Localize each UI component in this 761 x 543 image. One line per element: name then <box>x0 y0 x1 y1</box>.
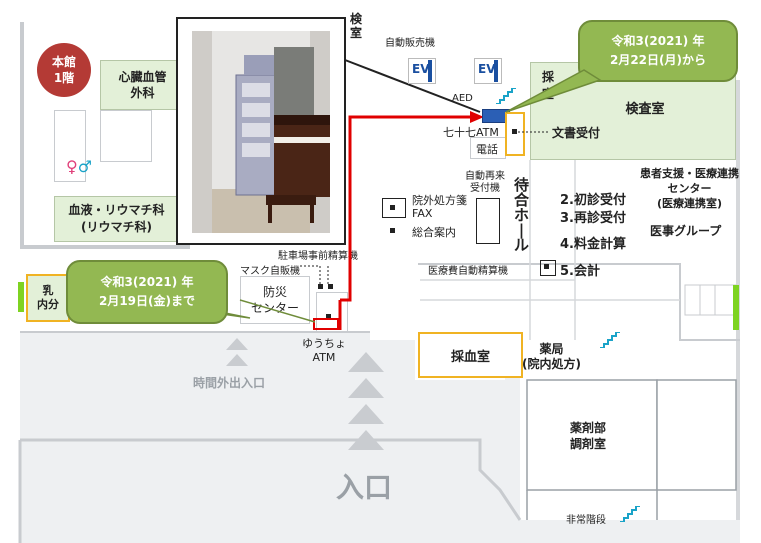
room-partition <box>54 110 86 182</box>
label-entrance: 入口 <box>336 471 393 504</box>
document-reception-marker <box>512 129 517 134</box>
label-document-reception: 文書受付 <box>552 126 601 140</box>
counter-4-label: 料金計算 <box>573 237 626 252</box>
room-inspection: 検査室 <box>625 101 665 117</box>
room-partition <box>100 110 152 162</box>
internal-partial-1: 乳 <box>42 284 54 297</box>
general-info-marker <box>390 228 395 233</box>
counter-3: 3.再診受付 <box>560 207 626 226</box>
counter-5-label: 会計 <box>573 264 600 279</box>
label-waiting-hall: 待 合 ホ | ル <box>514 176 530 254</box>
room-hematology: 血液・リウマチ科 (リウマチ科) <box>54 196 179 242</box>
counter-4-num: 4. <box>560 237 574 252</box>
hematology-line1: 血液・リウマチ科 <box>68 203 165 217</box>
elevator-2-bar <box>494 60 498 82</box>
hematology-line2: (リウマチ科) <box>81 220 152 234</box>
counter-3-num: 3. <box>560 211 574 226</box>
fee-machine-marker <box>544 264 549 269</box>
entrance-arrow-icon <box>348 352 384 450</box>
label-medical-affairs: 医事グループ <box>650 224 722 238</box>
label-patient-support: 患者支援・医療連携 センター (医療連携室) <box>640 167 739 210</box>
label-outside-prescription: 院外処方箋 FAX <box>412 194 467 220</box>
callout-new-line1: 令和3(2021) 年 <box>611 34 705 48</box>
after-hours-arrow-icon <box>226 338 248 366</box>
label-aed: AED <box>452 93 473 104</box>
label-emergency-stairs: 非常階段 <box>566 515 606 526</box>
label-mask-vending: マスク自販機 <box>240 266 300 277</box>
elevator-1-bar <box>428 60 432 82</box>
fee-machine-box <box>540 260 556 276</box>
room-blood-collection: 採血室 <box>418 332 523 378</box>
atm-photo <box>176 17 346 245</box>
stairs-icon <box>496 88 516 104</box>
counter-2: 2.初診受付 <box>560 189 626 208</box>
yucho-atm-marker <box>326 314 331 319</box>
label-atm-77: 七十七ATM <box>443 126 499 139</box>
auto-reception-box <box>476 198 500 244</box>
room-top-partial: 検 室 <box>350 12 363 40</box>
label-pharmacy-dept: 薬剤部 調剤室 <box>570 421 607 451</box>
restroom-icon: ♀♂ <box>66 157 93 176</box>
callout-old-line1: 令和3(2021) 年 <box>100 275 194 289</box>
internal-partial-2: 内分 <box>37 298 59 311</box>
stairs-icon <box>600 332 620 348</box>
counter-5: 5.会計 <box>560 260 600 279</box>
callout-new-line2: 2月22日(月)から <box>609 53 707 67</box>
label-after-hours-entrance: 時間外出入口 <box>193 376 266 390</box>
room-cardio: 心臓血管 外科 <box>100 60 185 110</box>
label-fee-machine: 医療費自動精算機 <box>428 266 508 277</box>
callout-old-location: 令和3(2021) 年 2月19日(金)まで <box>66 260 228 324</box>
badge-line2: 1階 <box>53 71 75 85</box>
callout-new-location: 令和3(2021) 年 2月22日(月)から <box>578 20 738 82</box>
stairs-icon <box>620 506 640 522</box>
room-internal-partial: 乳 内分 <box>26 274 70 322</box>
counter-3-label: 再診受付 <box>573 211 626 226</box>
counter-4: 4.料金計算 <box>560 233 626 252</box>
leader-line <box>518 131 550 133</box>
counter-2-num: 2. <box>560 193 574 208</box>
document-reception-box <box>505 112 525 156</box>
counter-2-label: 初診受付 <box>573 193 626 208</box>
label-general-info: 総合案内 <box>412 226 456 239</box>
yucho-atm-highlight <box>313 318 339 330</box>
room-disaster-center: 防災 センター <box>240 276 310 324</box>
leader-lines <box>300 265 329 284</box>
label-yucho-atm: ゆうちょ ATM <box>302 337 346 364</box>
outside-prescription-box <box>382 198 406 218</box>
badge-line1: 本館 <box>51 55 76 69</box>
badge-building: 本館 1階 <box>37 43 91 97</box>
label-parking-machine: 駐車場事前精算機 <box>278 251 358 262</box>
callout-old-line2: 2月19日(金)まで <box>98 294 196 308</box>
parking-machine-marker <box>318 284 323 289</box>
counter-5-num: 5. <box>560 264 574 279</box>
mask-machine-marker <box>328 284 333 289</box>
label-phone: 電話 <box>476 143 498 156</box>
outside-prescription-marker <box>390 205 395 210</box>
label-pharmacy-window: 薬局 (院内処方) <box>522 342 581 371</box>
label-auto-reception: 自動再来 受付機 <box>465 171 505 194</box>
label-vending: 自動販売機 <box>385 38 435 49</box>
